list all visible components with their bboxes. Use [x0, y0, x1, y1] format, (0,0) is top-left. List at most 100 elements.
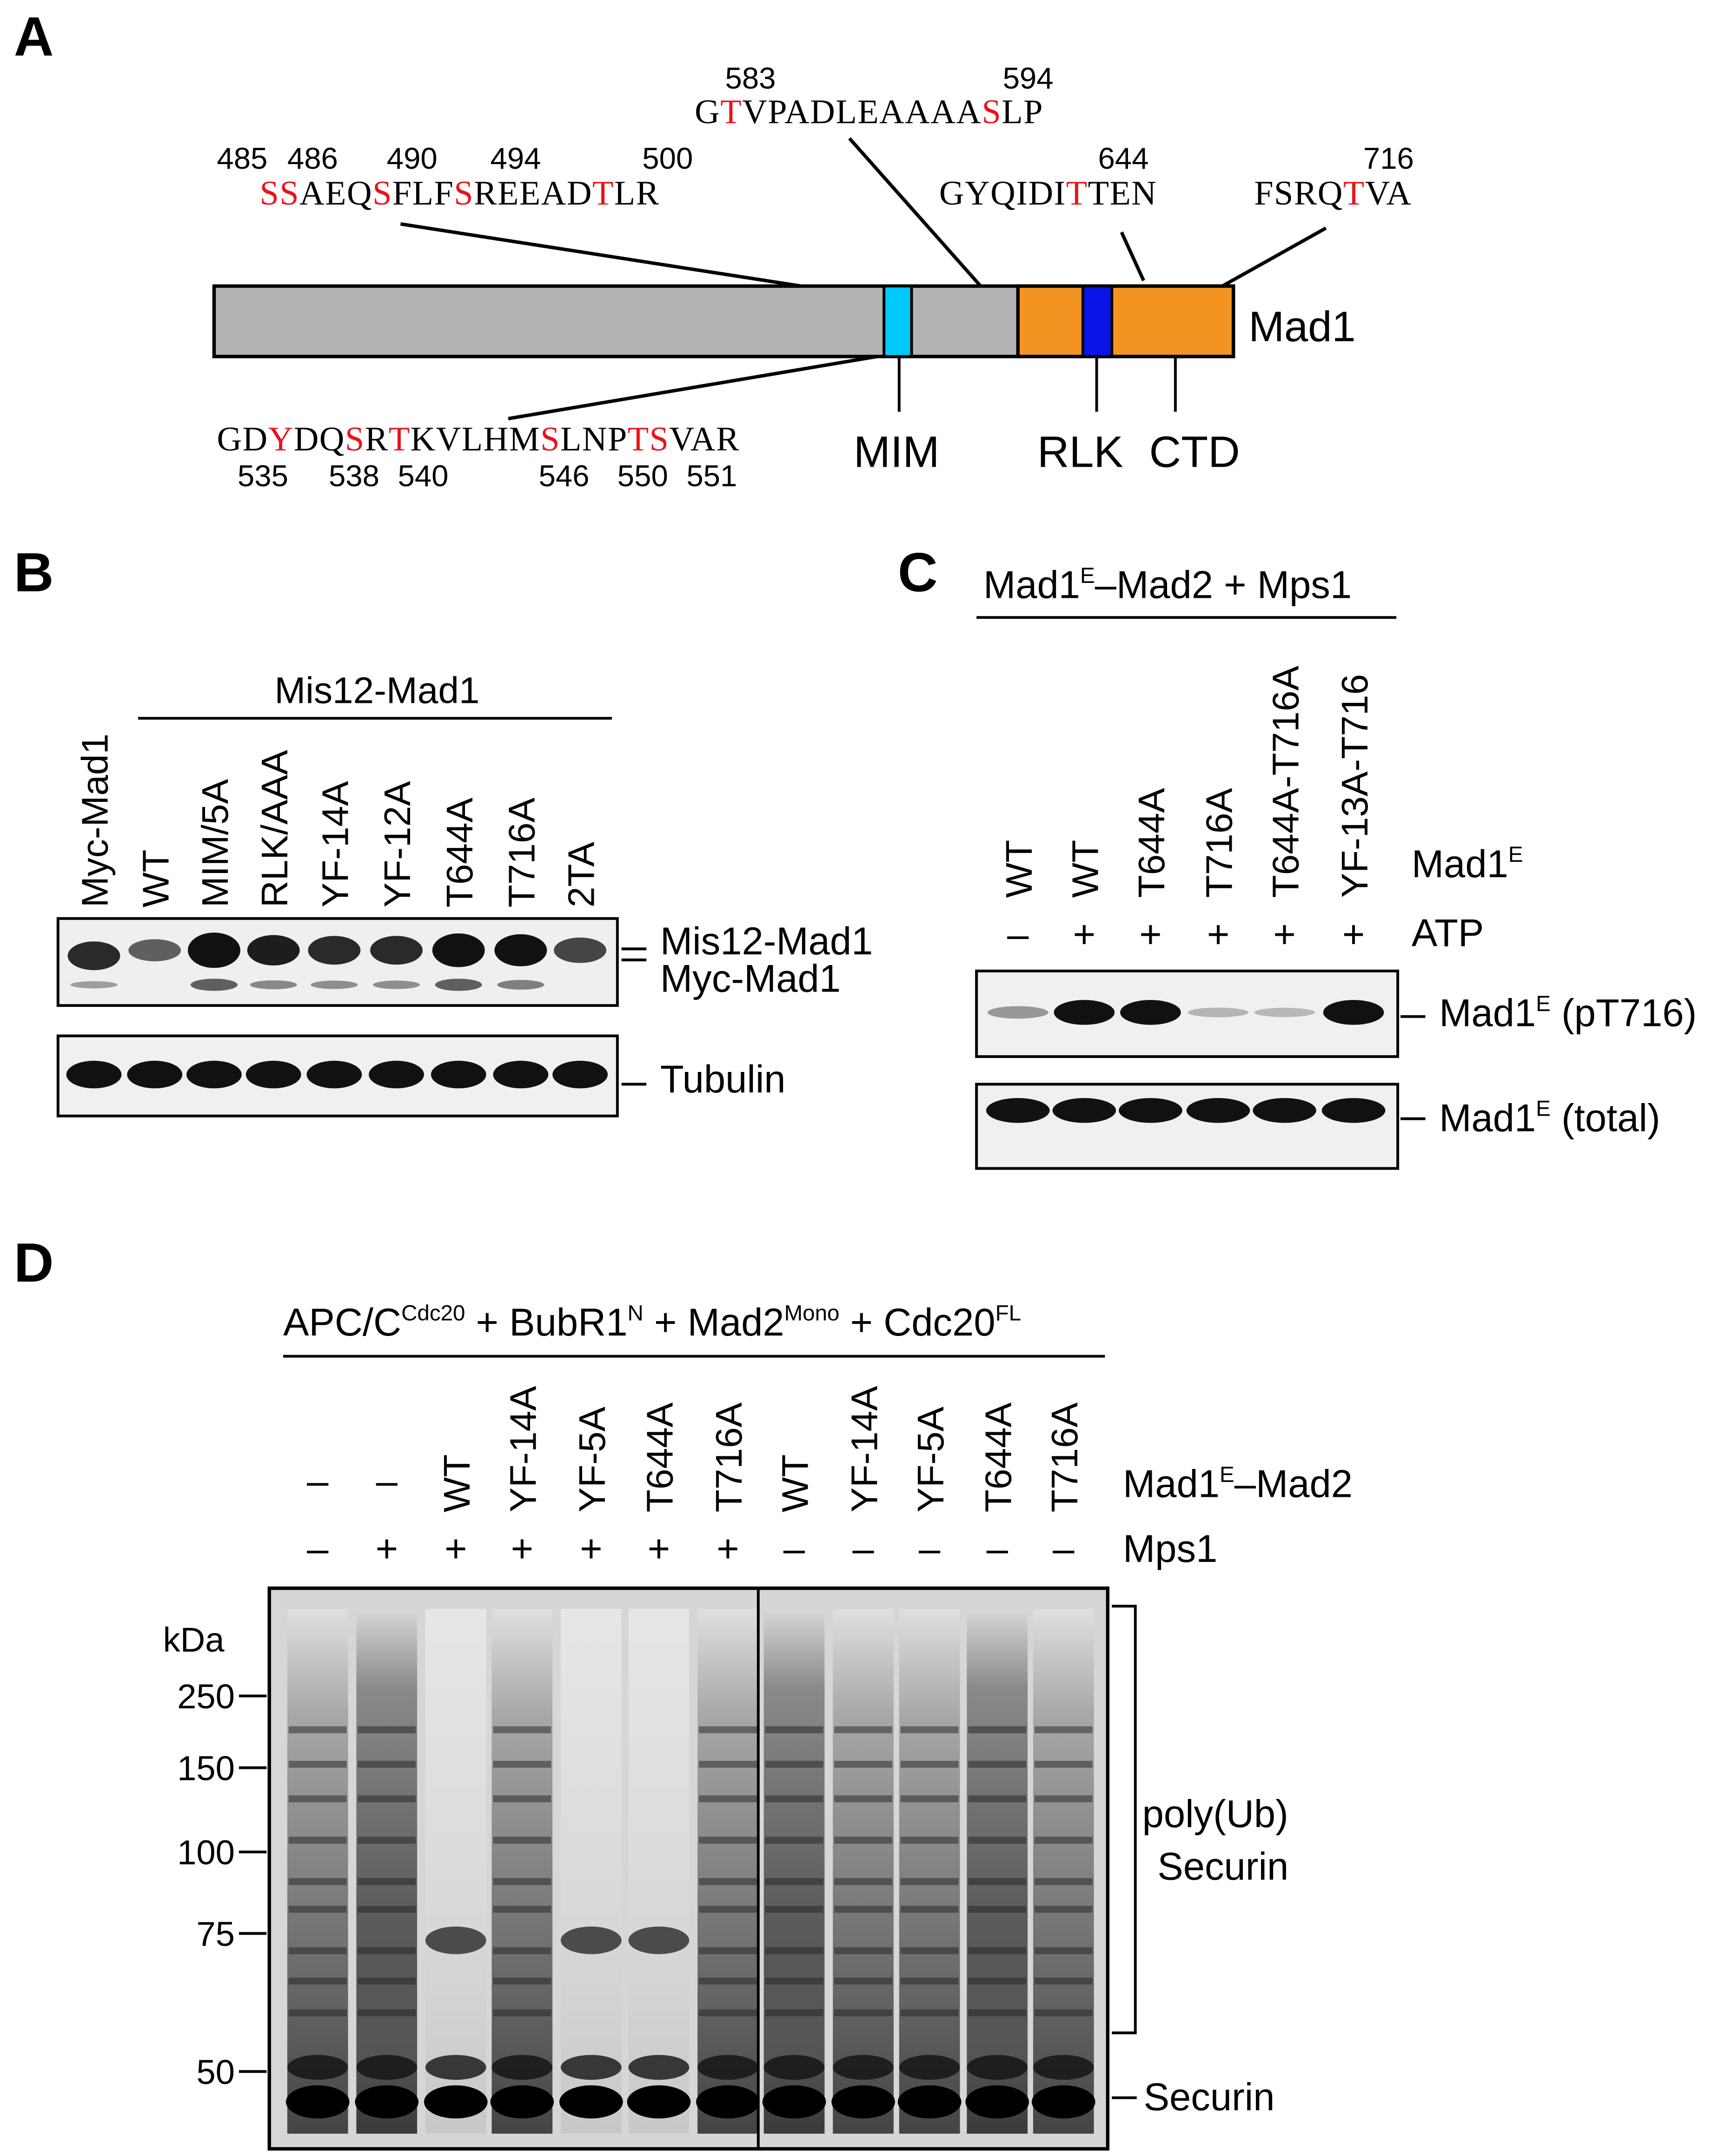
band: [561, 2055, 622, 2080]
securin-band: [696, 2085, 760, 2119]
kda-label: kDa: [163, 1620, 225, 1659]
ub-band: [1034, 1905, 1093, 1913]
phosphosite: T: [720, 93, 742, 131]
ub-band: [699, 1977, 757, 1985]
residue-number: 644: [1098, 141, 1149, 175]
ub-band: [699, 1947, 757, 1954]
ctd-domain: [1016, 284, 1235, 358]
band: [186, 1060, 242, 1089]
band: [128, 939, 181, 961]
gel-lane: [697, 1609, 758, 2134]
lane-label: T716A: [708, 1402, 750, 1512]
band: [986, 1098, 1050, 1123]
lane-label: T716A: [1043, 1402, 1085, 1512]
band: [308, 936, 361, 965]
gel-lane: [967, 1609, 1028, 2134]
phosphosite: S: [540, 420, 560, 458]
panel-label-a: A: [14, 6, 54, 67]
securin-band: [831, 2085, 895, 2119]
lane-label: T644A: [639, 1402, 681, 1512]
sequence-segment: FLF: [392, 174, 454, 212]
mad1-sign: –: [307, 1460, 329, 1503]
band: [697, 2055, 758, 2080]
atp-sign: +: [1073, 913, 1096, 956]
band: [425, 1926, 486, 1954]
mps1-sign: +: [445, 1527, 467, 1570]
lane-label: YF-14A: [314, 781, 356, 907]
band: [899, 2055, 960, 2080]
title-superscript: Mono: [784, 1301, 840, 1325]
band: [246, 1060, 301, 1089]
sequence-535-551: GDYDQSRTKVLHMSLNPTSVAR: [217, 420, 740, 458]
lane-label: T716A: [501, 797, 543, 907]
panel-label-d: D: [14, 1232, 54, 1294]
phosphosite: SS: [259, 174, 299, 212]
ub-band: [1034, 1947, 1093, 1954]
lane-label: 2TA: [560, 842, 602, 908]
securin-band: [559, 2085, 623, 2119]
group-label: Mis12-Mad1: [274, 669, 479, 711]
marker-label: 250: [177, 1677, 235, 1716]
sequence-segment: AEQ: [299, 174, 372, 212]
band: [356, 2055, 418, 2080]
sequence-segment: LNP: [560, 420, 628, 458]
lane-labels: –––+WT+YF-14A+YF-5A+T644A+T716A+WT–YF-14…: [307, 1386, 1085, 1570]
sequence-segment: LP: [1002, 93, 1043, 131]
residue-number: 594: [1003, 61, 1054, 95]
ub-band: [493, 1837, 551, 1844]
band-label-mis12-mad1: Mis12-Mad1: [660, 919, 873, 963]
ub-band: [834, 1760, 892, 1768]
band: [628, 1926, 690, 1954]
phosphosite: T: [592, 174, 614, 212]
band: [187, 933, 240, 968]
sequence-segment: R: [365, 420, 389, 458]
securin-band: [355, 2085, 419, 2119]
lane-label: T644A: [438, 797, 480, 907]
panel-d: D APC/CCdc20 + BubR1N + Mad2Mono + Cdc20…: [14, 1232, 1353, 2151]
ub-band: [358, 1760, 416, 1768]
band: [833, 2055, 894, 2080]
ub-band: [968, 1795, 1027, 1803]
band: [494, 934, 547, 966]
atp-sign: +: [1207, 913, 1230, 956]
ub-band: [968, 1878, 1027, 1885]
ub-band: [765, 1947, 823, 1954]
securin-band: [424, 2085, 488, 2119]
sequence-segment: VA: [1365, 174, 1412, 212]
protein-label: Mad1: [1248, 303, 1355, 351]
band: [432, 933, 485, 967]
ub-band: [288, 1760, 347, 1768]
band: [967, 2055, 1028, 2080]
row-label-atp: ATP: [1412, 911, 1484, 954]
residue-numbers: 485 486 490 494 500 583 594 644 716 535 …: [217, 61, 1414, 493]
gel-lane: [356, 1609, 418, 2134]
band: [306, 1060, 362, 1089]
sequence-segment: VAR: [669, 420, 740, 458]
residue-number: 500: [642, 141, 693, 175]
phosphosite: S: [454, 174, 474, 212]
phosphosite: T: [389, 420, 411, 458]
band: [1321, 1098, 1386, 1123]
ub-band: [493, 1977, 551, 1985]
residue-number: 546: [538, 459, 589, 493]
marker-label: 150: [177, 1749, 235, 1787]
lane-label: YF-13A-T716: [1334, 674, 1375, 898]
band: [1323, 1000, 1384, 1025]
title-text: + BubR1: [465, 1301, 627, 1344]
ub-band: [288, 1726, 347, 1733]
ub-band: [1034, 2009, 1093, 2017]
ub-band: [288, 2009, 347, 2017]
ub-band: [968, 1977, 1027, 1985]
ub-band: [968, 2009, 1027, 2017]
mps1-sign: +: [717, 1527, 739, 1570]
band: [67, 941, 120, 971]
title-superscript: Cdc20: [401, 1301, 465, 1325]
panel-label-b: B: [14, 542, 54, 603]
ub-band: [968, 1947, 1027, 1954]
lane-label: YF-12A: [376, 781, 418, 907]
mps1-sign: –: [307, 1527, 329, 1570]
band: [1120, 1000, 1181, 1025]
band: [497, 980, 544, 990]
band: [552, 1060, 608, 1089]
